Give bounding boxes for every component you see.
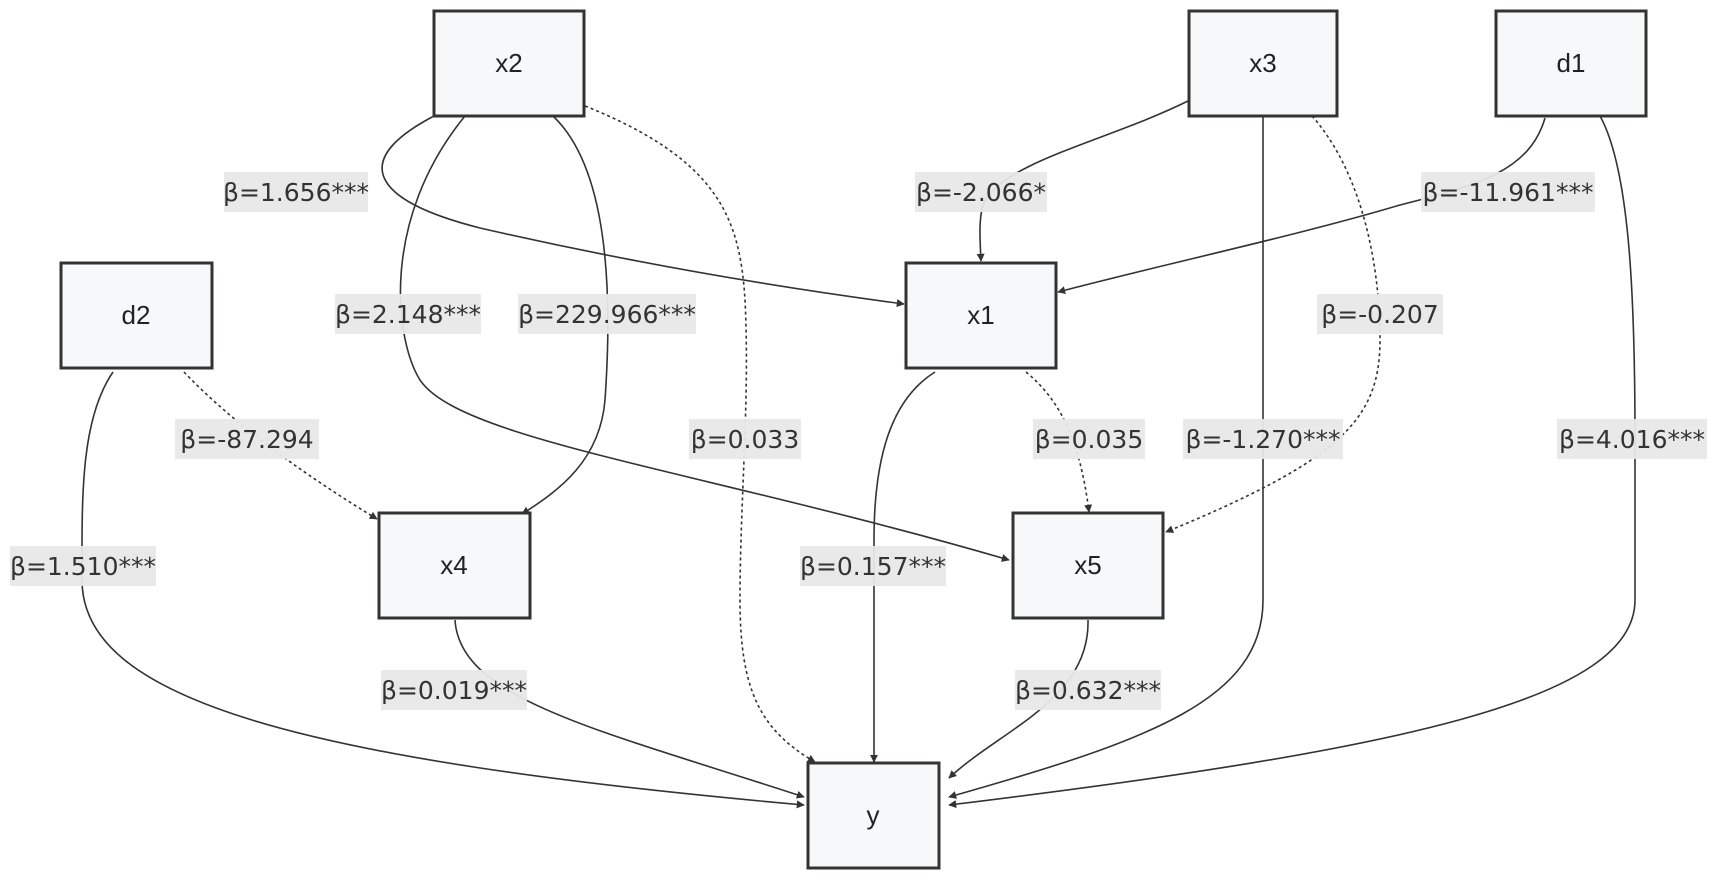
edge-label-text: β=0.632*** (1015, 676, 1161, 705)
node-d1[interactable]: d1 (1494, 9, 1648, 118)
node-x5[interactable]: x5 (1011, 511, 1165, 620)
edge-label-text: β=4.016*** (1559, 425, 1705, 454)
edge-label: β=1.510*** (10, 546, 156, 586)
edge-label-text: β=229.966*** (518, 300, 696, 329)
edge-x2-x5 (399, 115, 1010, 562)
edge-x4-y (454, 619, 805, 799)
edge-label: β=229.966*** (518, 294, 696, 334)
nodes: x2 x3 d1 d2 x1 x4 x5 y (59, 9, 1648, 870)
node-label: x1 (967, 300, 994, 330)
edge-label: β=0.033 (689, 419, 801, 459)
edge-label: β=2.148*** (335, 294, 481, 334)
node-label: d2 (122, 300, 151, 330)
node-x3[interactable]: x3 (1187, 9, 1339, 118)
node-x4[interactable]: x4 (377, 511, 532, 620)
edge-label-text: β=-0.207 (1321, 300, 1439, 329)
edge-label-text: β=-2.066* (916, 178, 1046, 207)
edge-x5-y (948, 619, 1089, 779)
edge-label-text: β=-11.961*** (1423, 178, 1594, 207)
edge-x1-y (870, 371, 936, 763)
edge-label-text: β=2.148*** (335, 300, 481, 329)
edge-label-text: β=-1.270*** (1186, 425, 1341, 454)
edge-x2-x1 (381, 115, 905, 308)
edge-d1-y (948, 115, 1636, 809)
node-label: d1 (1557, 48, 1586, 78)
edge-x3-x5 (1165, 115, 1381, 533)
edge-label: β=0.019*** (381, 670, 527, 710)
edge-label-text: β=0.019*** (381, 676, 527, 705)
edge-label: β=0.035 (1033, 419, 1145, 459)
edge-label: β=-2.066* (915, 172, 1047, 212)
node-y[interactable]: y (806, 761, 941, 870)
edge-x3-y (948, 116, 1264, 799)
edge-label: β=-1.270*** (1183, 419, 1343, 459)
node-label: x3 (1249, 48, 1276, 78)
node-x2[interactable]: x2 (432, 9, 586, 118)
edge-label-text: β=0.035 (1035, 425, 1143, 454)
edge-label-text: β=1.510*** (10, 552, 156, 581)
edge-label: β=-0.207 (1317, 294, 1443, 334)
edge-label-text: β=0.033 (691, 425, 799, 454)
edge-label: β=0.632*** (1015, 670, 1161, 710)
edge-label: β=-11.961*** (1421, 172, 1595, 212)
edge-d2-y (81, 371, 805, 809)
edge-label: β=4.016*** (1557, 419, 1707, 459)
edge-x2-x4 (521, 115, 609, 515)
node-d2[interactable]: d2 (59, 261, 214, 370)
edge-labels: β=1.656*** β=-2.066* β=-11.961*** β=2.14… (10, 172, 1707, 710)
node-label: x5 (1074, 550, 1101, 580)
edge-label-text: β=0.157*** (800, 552, 946, 581)
edge-d1-x1 (1057, 117, 1546, 295)
edge-label: β=-87.294 (175, 419, 319, 459)
node-x1[interactable]: x1 (904, 261, 1058, 370)
edge-label-text: β=1.656*** (223, 178, 369, 207)
edge-label-text: β=-87.294 (180, 425, 313, 454)
edge-label: β=1.656*** (223, 172, 369, 212)
node-label: x2 (495, 48, 522, 78)
node-label: y (867, 800, 880, 830)
node-label: x4 (440, 550, 467, 580)
edge-label: β=0.157*** (800, 546, 946, 586)
